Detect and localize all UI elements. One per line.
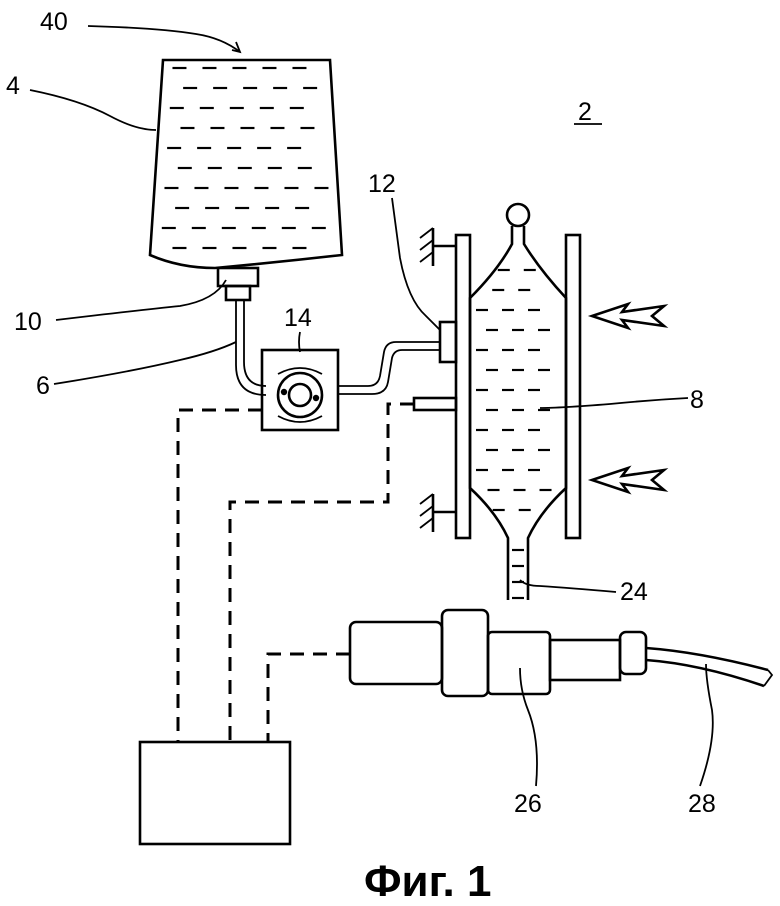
- label-system-2: 2: [578, 98, 592, 126]
- press-plate-right: [566, 235, 580, 538]
- inlet-fitting-12: [440, 322, 456, 362]
- figure-caption: Фиг. 1: [364, 857, 491, 906]
- label-4: 4: [6, 72, 20, 100]
- control-lines: [178, 404, 414, 742]
- label-14: 14: [284, 304, 312, 332]
- bag-8: [470, 204, 566, 600]
- label-24: 24: [620, 578, 648, 606]
- label-10: 10: [14, 308, 42, 336]
- label-40: 40: [40, 8, 68, 36]
- peristaltic-pump: [262, 350, 338, 430]
- control-unit: [140, 742, 290, 844]
- press-plate-left: [420, 228, 470, 538]
- label-6: 6: [36, 372, 50, 400]
- label-28: 28: [688, 790, 716, 818]
- cable-28: [646, 648, 772, 686]
- reservoir-liquid-marks: [162, 68, 329, 248]
- leader-lines: [30, 26, 713, 786]
- pressure-arrow-top: [592, 304, 664, 328]
- bag-liquid-marks: [476, 270, 552, 598]
- label-26: 26: [514, 790, 542, 818]
- label-8: 8: [690, 386, 704, 414]
- connector-26: [350, 610, 646, 696]
- pressure-arrow-bottom: [592, 468, 664, 492]
- tube-pump-to-bag: [338, 342, 440, 394]
- sensor-fitting: [414, 398, 456, 410]
- reservoir-container: [150, 60, 342, 300]
- label-12: 12: [368, 170, 396, 198]
